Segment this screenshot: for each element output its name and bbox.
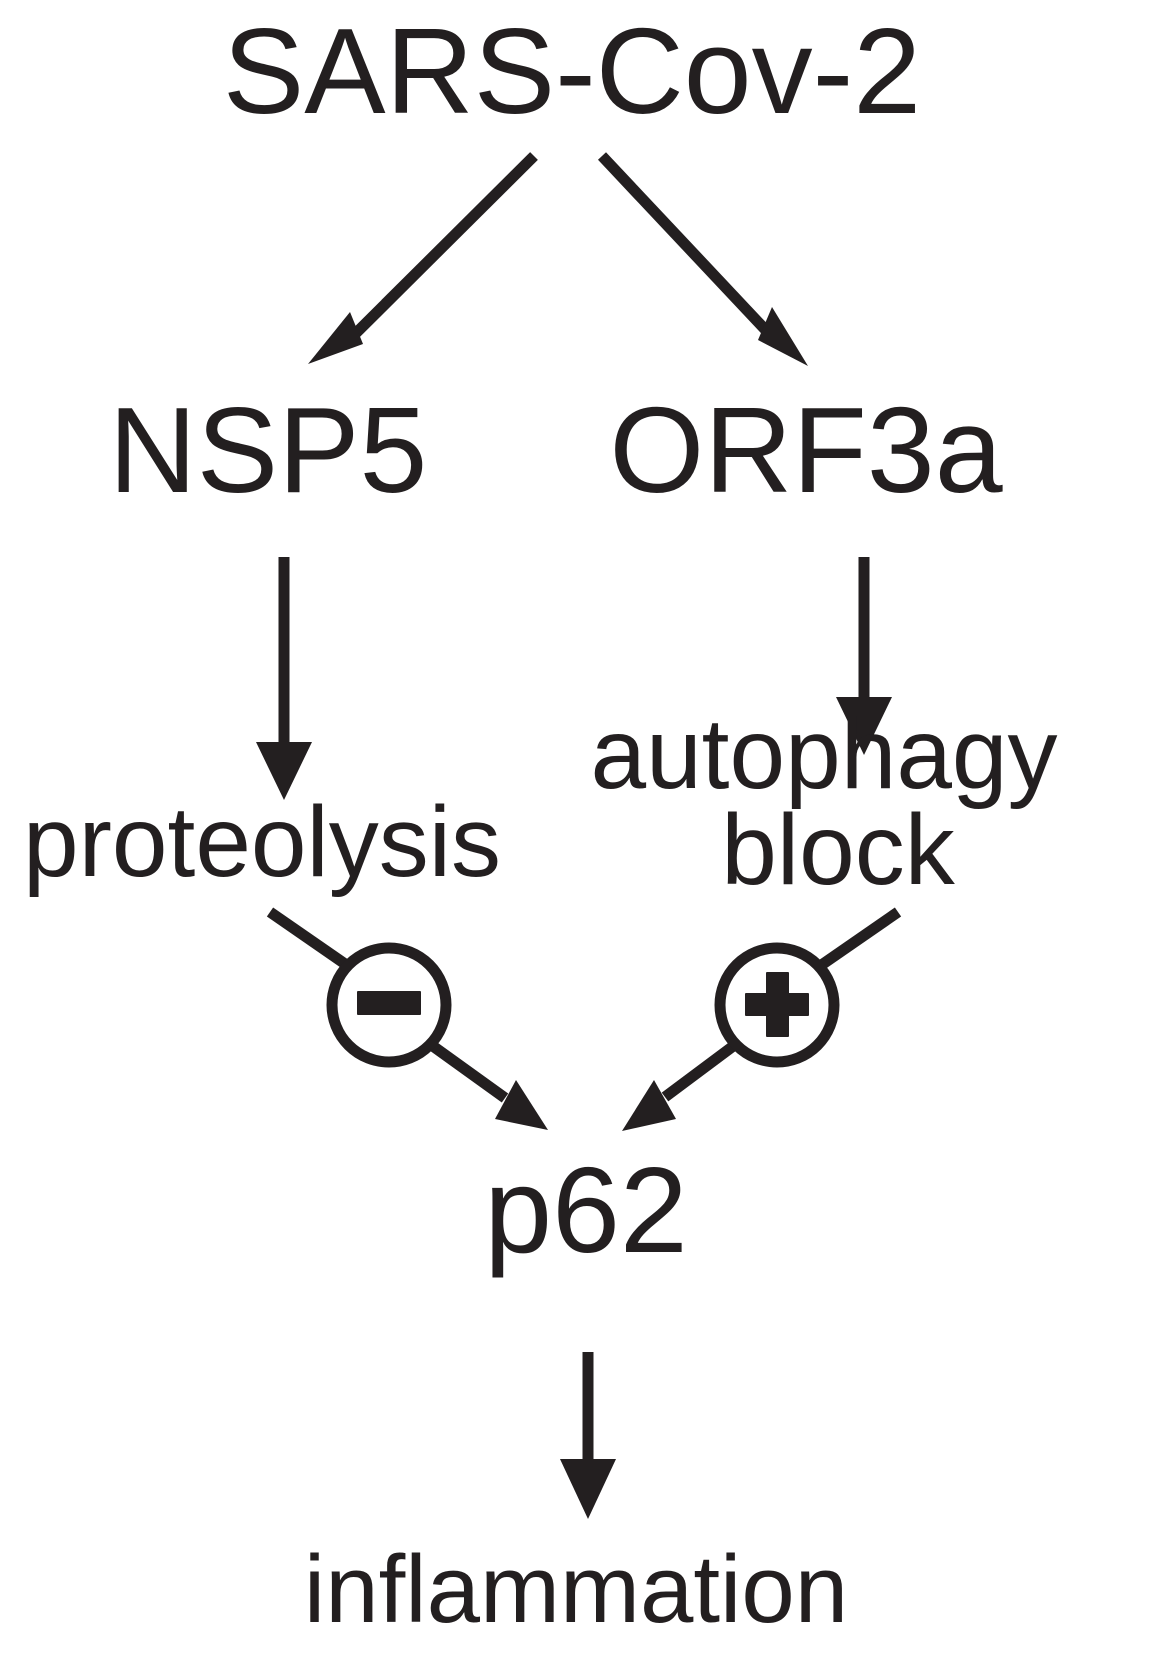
node-label-autophagy: autophagy <box>590 698 1057 810</box>
arrow-head-nsp5-proteolysis <box>256 742 312 800</box>
edge-p62-to-inflammation <box>560 1352 616 1519</box>
minus-sign-icon <box>326 942 452 1068</box>
plus-sign-bar-vertical <box>766 972 789 1037</box>
node-label-block: block <box>721 794 955 906</box>
node-label-virus: SARS-Cov-2 <box>223 3 921 139</box>
arrow-head-plus-to-p62 <box>622 1080 676 1131</box>
edge-line-virus-nsp5 <box>341 152 538 348</box>
edge-orf3a-to-autophagy-block <box>836 557 892 755</box>
arrow-head-virus-orf3a <box>758 307 808 366</box>
edge-virus-to-nsp5 <box>308 152 538 364</box>
node-label-nsp5: NSP5 <box>109 382 428 518</box>
edge-autophagy-block-to-p62 <box>622 907 902 1131</box>
arrow-head-orf3a-autophagy <box>836 697 892 755</box>
node-label-proteolysis: proteolysis <box>23 786 501 898</box>
edge-line-plus-to-p62 <box>661 1039 740 1102</box>
node-label-p62: p62 <box>484 1142 688 1278</box>
edge-line-proteolysis-to-minus <box>266 907 352 971</box>
edge-line-virus-orf3a <box>597 152 780 344</box>
arrow-head-virus-nsp5 <box>308 312 363 364</box>
arrow-head-minus-to-p62 <box>495 1080 548 1130</box>
minus-sign-bar <box>357 991 421 1015</box>
edge-nsp5-to-proteolysis <box>256 557 312 800</box>
arrow-head-p62-inflammation <box>560 1459 616 1519</box>
edge-line-minus-to-p62 <box>426 1039 509 1103</box>
node-label-orf3a: ORF3a <box>609 382 1002 518</box>
node-label-inflammation: inflammation <box>304 1536 848 1643</box>
edge-proteolysis-to-p62 <box>266 907 548 1130</box>
edge-line-autophagy-to-plus <box>816 907 902 971</box>
edge-virus-to-orf3a <box>597 152 808 366</box>
plus-sign-icon <box>714 942 840 1068</box>
